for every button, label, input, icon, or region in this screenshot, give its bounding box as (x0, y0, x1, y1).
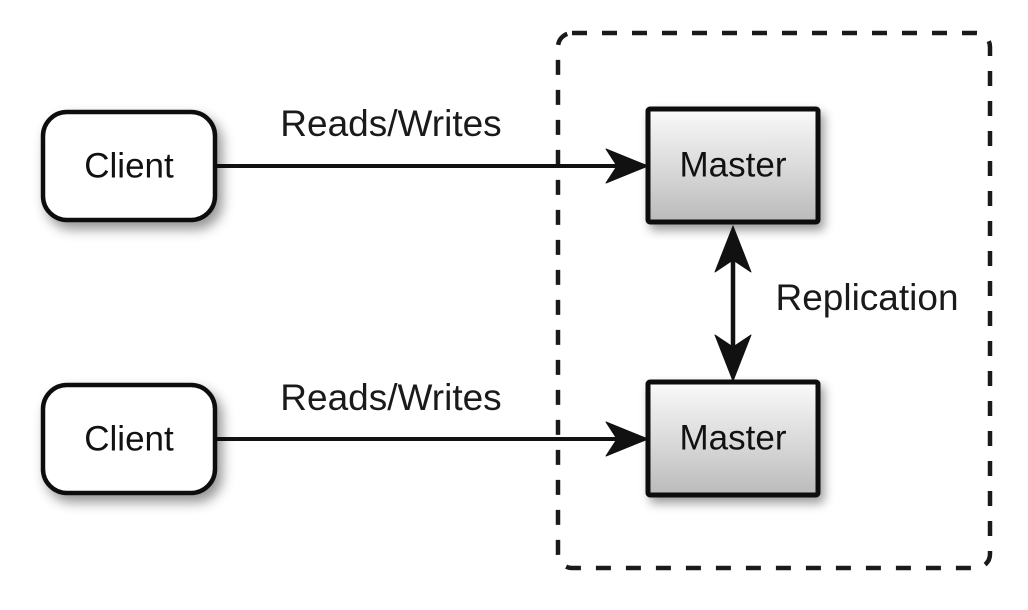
arrowhead-top (605, 148, 649, 184)
client-bottom-shape (40, 382, 218, 496)
arrowhead-bottom (605, 421, 649, 457)
master-top-shape (645, 106, 821, 225)
client-top-label: Client (84, 146, 174, 185)
edge-client-top-master-top (213, 148, 649, 184)
node-client-top[interactable] (40, 109, 218, 223)
client-bottom-label: Client (84, 419, 174, 458)
arrowhead-replication-up (714, 225, 752, 273)
edge-label-reads-writes-bottom: Reads/Writes (280, 377, 501, 418)
replication-cluster-boundary (555, 30, 993, 571)
node-master-bottom[interactable] (645, 379, 821, 498)
arrowhead-replication-down (714, 334, 752, 382)
edge-label-reads-writes-top: Reads/Writes (280, 103, 501, 144)
master-top-label: Master (680, 145, 787, 184)
node-client-bottom[interactable] (40, 382, 218, 496)
edge-label-replication: Replication (775, 277, 958, 318)
edge-master-replication (714, 225, 752, 382)
master-bottom-label: Master (680, 418, 787, 457)
client-top-shape (40, 109, 218, 223)
master-bottom-shape (645, 379, 821, 498)
edge-client-bottom-master-bottom (213, 421, 649, 457)
node-master-top[interactable] (645, 106, 821, 225)
